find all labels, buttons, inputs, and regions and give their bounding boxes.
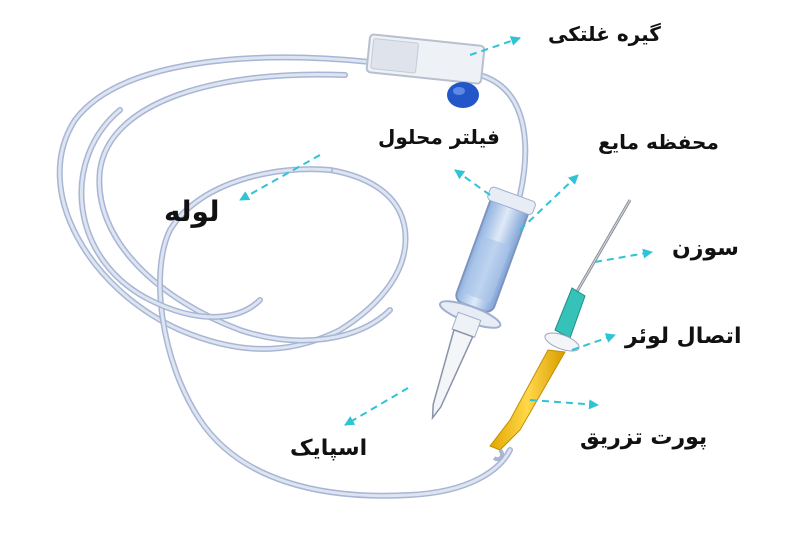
label-solution-filter: فیلتر محلول <box>378 125 500 149</box>
arrow-spike <box>344 387 409 426</box>
arrow-injection-port <box>529 399 599 410</box>
label-tubing: لوله <box>164 195 220 228</box>
arrow-luer <box>571 333 616 351</box>
label-luer-connector: اتصال لوئر <box>625 324 742 349</box>
drip-chamber-body <box>431 186 536 421</box>
label-spike: اسپایک <box>290 436 368 461</box>
label-roller-clamp: گیره غلتکی <box>548 22 661 46</box>
arrow-solution-filter <box>454 169 491 196</box>
arrow-tubing <box>239 154 321 201</box>
arrow-needle <box>594 248 653 263</box>
callout-arrows <box>239 36 653 426</box>
label-drip-chamber: محفظه مایع <box>598 130 719 154</box>
arrow-roller-clamp <box>469 36 521 56</box>
arrow-drip-chamber <box>519 174 579 231</box>
needle-assembly <box>489 199 632 462</box>
label-needle: سوزن <box>672 236 739 261</box>
roller-clamp-body <box>365 33 486 108</box>
tubing-coil <box>56 54 529 499</box>
label-injection-port: پورت تزریق <box>580 425 708 450</box>
